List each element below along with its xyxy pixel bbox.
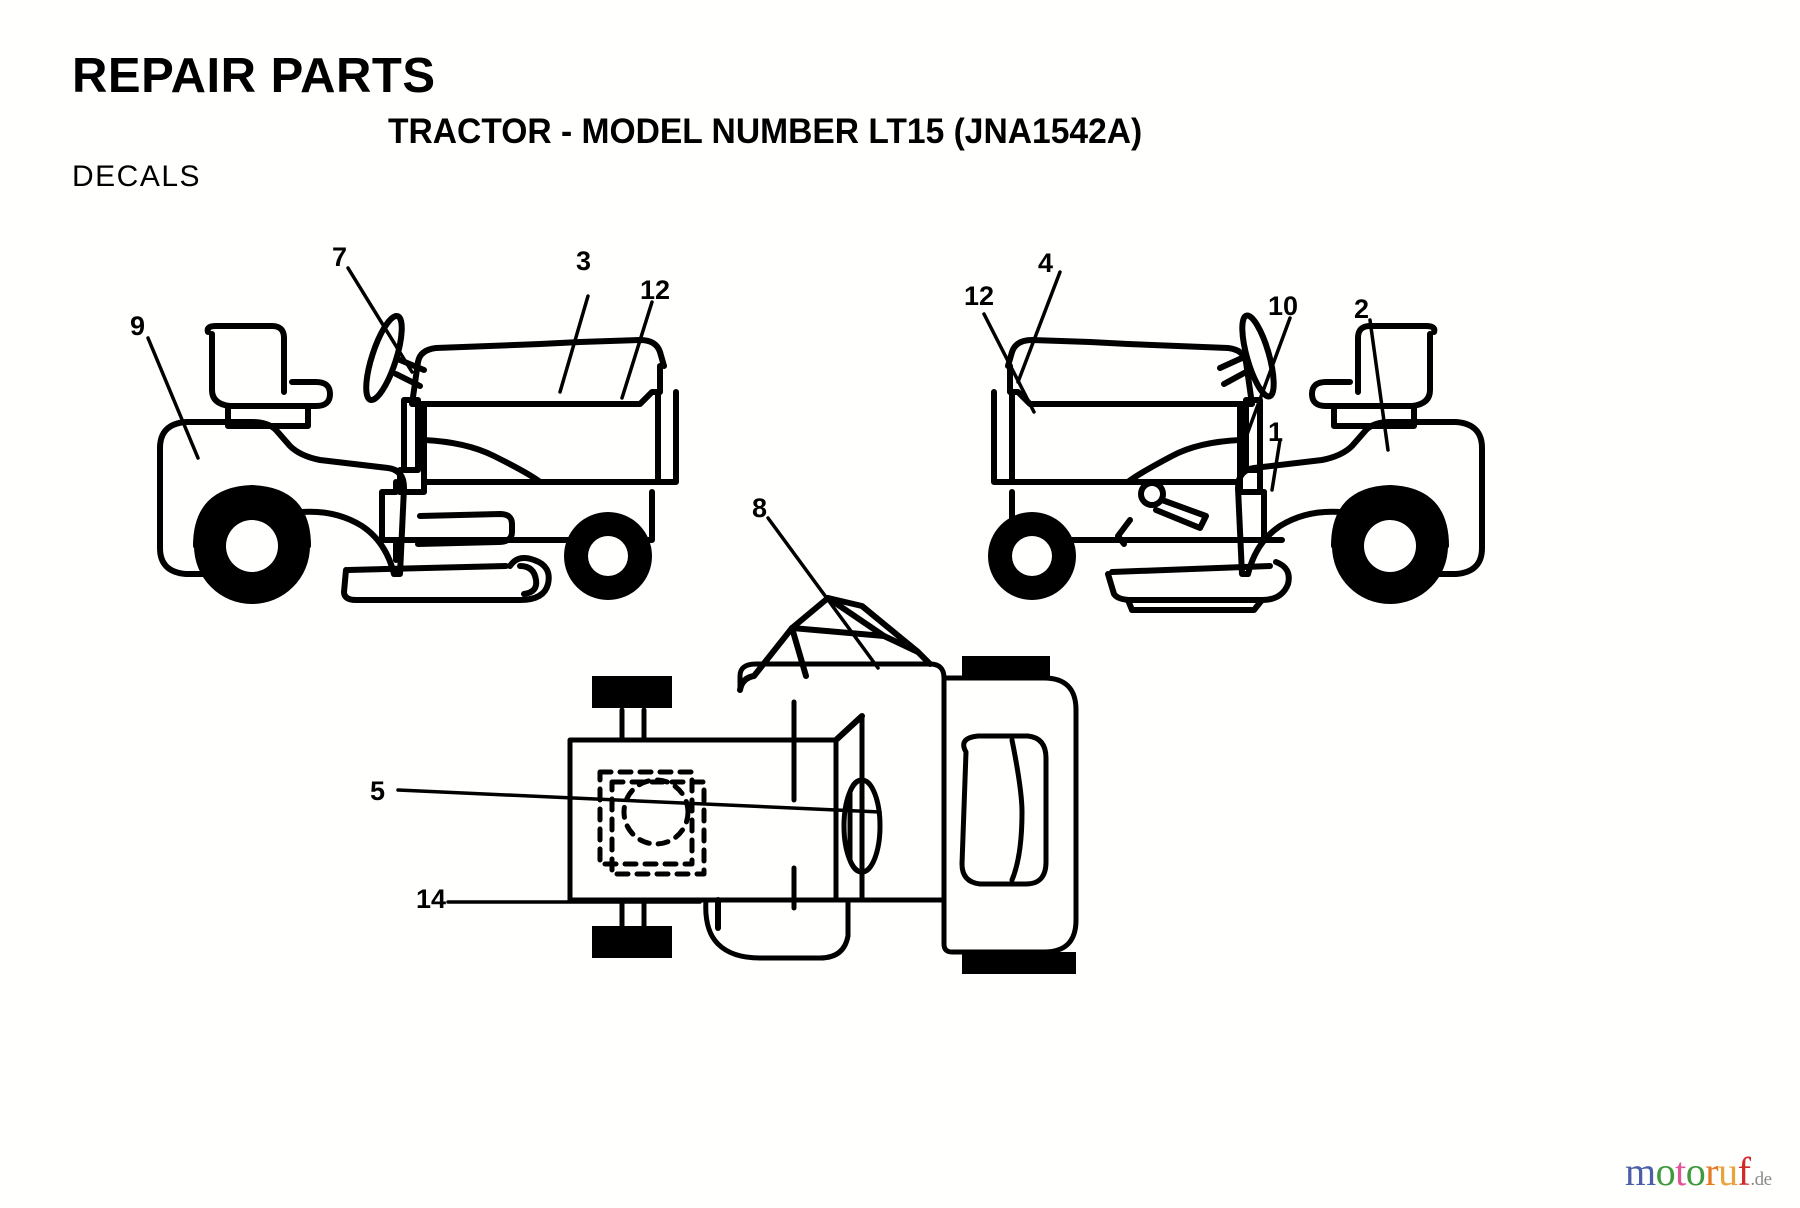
callout-3: 3 (576, 246, 592, 276)
callout-12-left: 12 (640, 275, 671, 305)
watermark-letter: o (1655, 1149, 1676, 1194)
left-front-wheel (564, 512, 652, 600)
watermark-letter: o (1685, 1149, 1706, 1194)
watermark-suffix: .de (1750, 1169, 1772, 1190)
top-wheel-rear (592, 676, 672, 708)
callout-4: 4 (1038, 248, 1054, 278)
callout-10: 10 (1268, 291, 1299, 321)
decal-dashed-rect (597, 769, 695, 867)
callout-5: 5 (370, 776, 386, 806)
watermark-letter: t (1675, 1149, 1686, 1194)
top-front-bar (962, 656, 1050, 678)
callout-12-right: 12 (964, 281, 995, 311)
motoruf-watermark: motoruf.de (1625, 1148, 1772, 1195)
left-leader-lines (146, 266, 654, 460)
callout-2: 2 (1354, 294, 1370, 324)
page-title: REPAIR PARTS (72, 49, 436, 103)
left-rear-wheel (194, 488, 310, 604)
callout-1: 1 (1268, 417, 1284, 447)
watermark-letter: m (1625, 1149, 1656, 1194)
decal-dashed-circle (621, 777, 691, 847)
top-rear-body (941, 675, 1079, 955)
callout-14: 14 (416, 884, 447, 914)
top-wheel-front (592, 926, 672, 958)
callout-7: 7 (332, 242, 348, 272)
watermark-letter: f (1737, 1149, 1751, 1194)
top-deck-view (396, 516, 1079, 974)
right-side-view (982, 270, 1485, 613)
section-label-decals: DECALS (72, 160, 202, 193)
model-subtitle: TRACTOR - MODEL NUMBER LT15 (JNA1542A) (388, 112, 1143, 151)
left-side-view (146, 266, 679, 604)
callout-8: 8 (752, 493, 768, 523)
watermark-wordmark: motoruf (1625, 1149, 1751, 1194)
right-front-wheel (988, 512, 1076, 600)
right-rear-wheel (1332, 488, 1448, 604)
top-rear-bar (962, 952, 1076, 974)
watermark-letter: u (1718, 1149, 1738, 1194)
watermark-letter: r (1705, 1149, 1719, 1194)
callout-9: 9 (130, 311, 146, 341)
